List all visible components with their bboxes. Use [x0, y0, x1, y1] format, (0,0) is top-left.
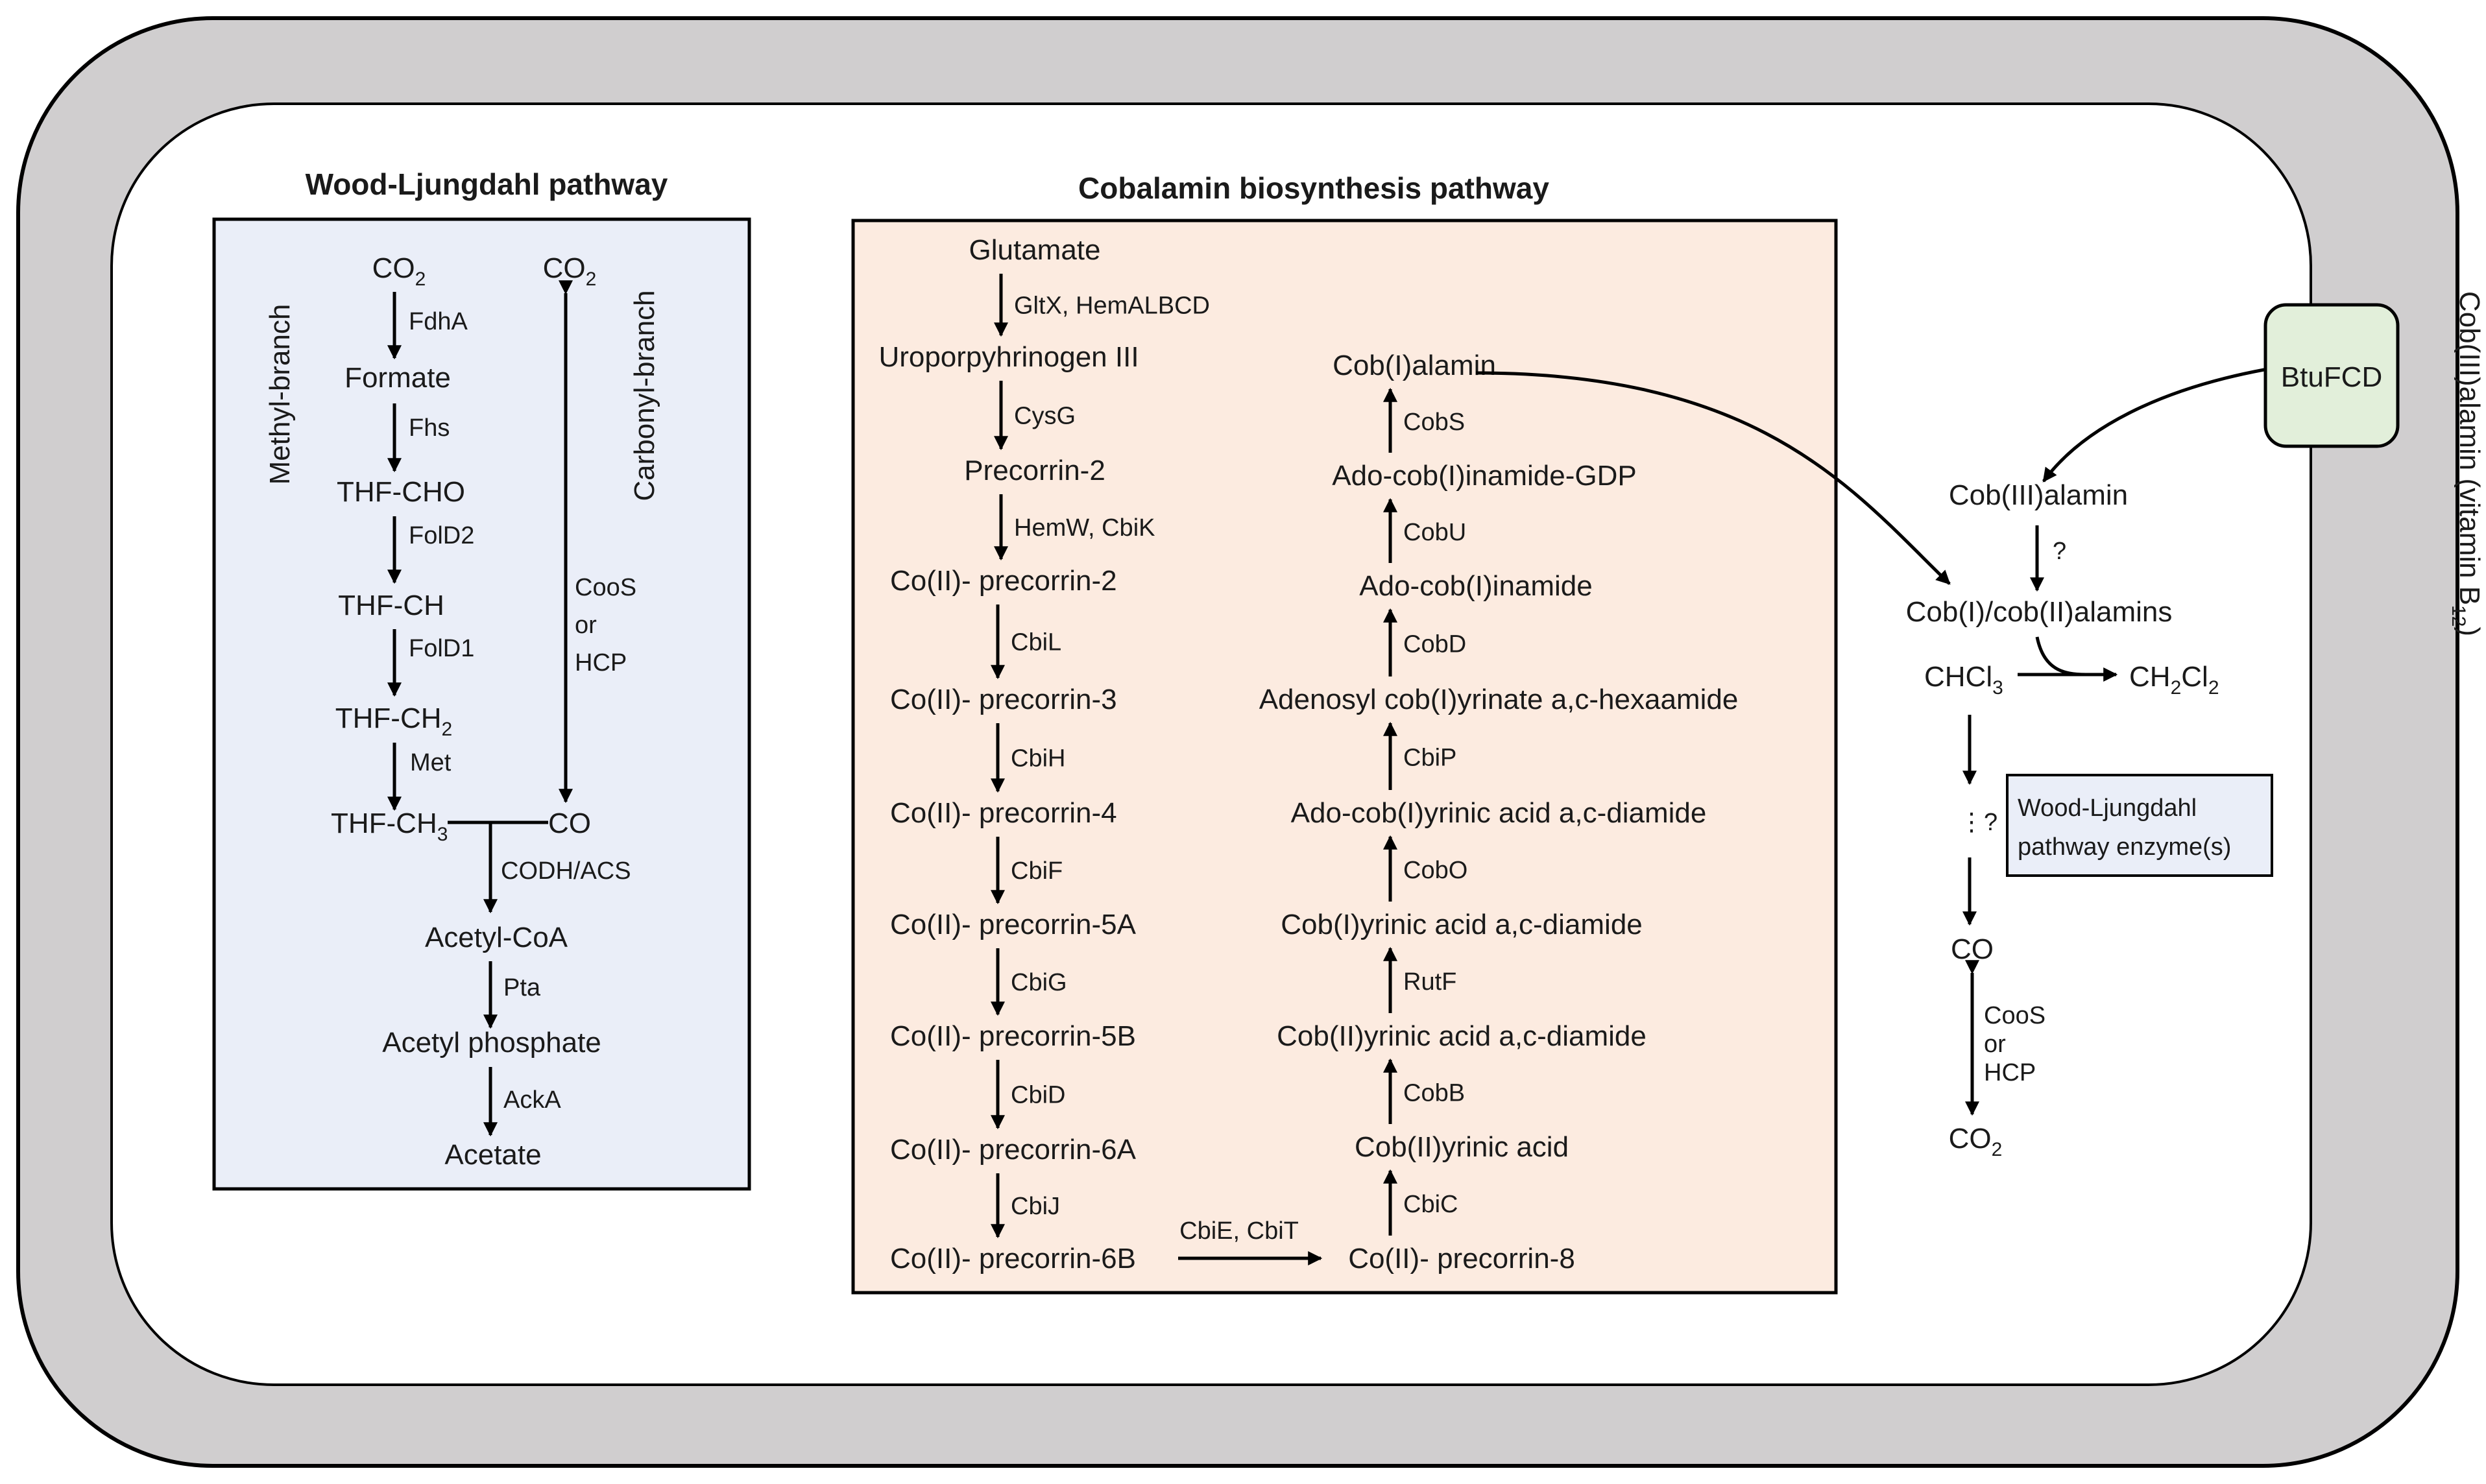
enzyme-fhs: Fhs	[409, 414, 450, 442]
cobalamin-right-item: Cob(I)alamin	[1333, 350, 1496, 381]
cobalamin-left-enzyme: CbiH	[1011, 745, 1065, 772]
ch2cl2: CH2Cl2	[2129, 661, 2219, 699]
cobalamin-right-item: Ado-cob(I)yrinic acid a,c-diamide	[1291, 797, 1707, 829]
wl-co: CO	[548, 808, 591, 839]
right-co2: CO2	[1949, 1123, 2003, 1160]
enzyme-acka: AckA	[503, 1086, 561, 1114]
wl-acetate: Acetate	[444, 1139, 541, 1171]
cobalamin-right-enzyme: CbiC	[1403, 1191, 1458, 1218]
btufcd-transporter	[2263, 303, 2400, 448]
wl-acetyl-coa: Acetyl-CoA	[425, 922, 568, 953]
enzyme-fold1: FolD1	[409, 635, 474, 662]
cob-mixed-alamins: Cob(I)/cob(II)alamins	[1906, 596, 2173, 628]
arrow-uptake	[2042, 368, 2265, 483]
wl-enzymes-box	[2006, 774, 2273, 877]
cobalamin-left-item: Co(II)- precorrin-4	[890, 797, 1117, 829]
wl-thf-ch2: THF-CH2	[335, 702, 452, 740]
cobalamin-right-enzyme: CobB	[1403, 1080, 1465, 1107]
cobalamin-right-item: Ado-cob(I)inamide	[1359, 570, 1593, 602]
cobalamin-left-item: Co(II)- precorrin-5B	[890, 1020, 1136, 1052]
right-coos-2: or	[1984, 1031, 2006, 1058]
wl-acetyl-phosphate: Acetyl phosphate	[382, 1027, 601, 1059]
cobalamin-left-enzyme: CbiG	[1011, 969, 1067, 996]
cobalamin-right-item: Cob(II)yrinic acid a,c-diamide	[1277, 1020, 1647, 1052]
cobalamin-left-enzyme: CbiL	[1011, 629, 1061, 656]
btufcd-label: BtuFCD	[2281, 361, 2382, 393]
right-co: CO	[1951, 933, 1994, 965]
cobalamin-right-enzyme: RutF	[1403, 968, 1456, 996]
wl-thf-ch: THF-CH	[338, 590, 444, 621]
cobalamin-left-item: Glutamate	[969, 234, 1101, 266]
wl-thf-ch3: THF-CH3	[331, 808, 448, 845]
cobalamin-left-enzyme: CbiF	[1011, 857, 1063, 885]
enzyme-coos-2: or	[575, 612, 597, 639]
cobalamin-right-enzyme: CobO	[1403, 857, 1467, 884]
cobalamin-left-enzyme: GltX, HemALBCD	[1014, 293, 1210, 320]
cob3-alamin: Cob(III)alamin	[1949, 479, 2128, 511]
arrow-cob1-to-cobmixed	[1475, 371, 1951, 585]
cobalamin-right-enzyme: CobU	[1403, 519, 1466, 546]
cobalamin-left-enzyme: CbiD	[1011, 1082, 1065, 1109]
wl-enzymes-line1: Wood-Ljungdahl	[2018, 795, 2197, 822]
cobalamin-left-item: Co(II)- precorrin-6B	[890, 1243, 1136, 1275]
wl-box	[212, 217, 751, 1191]
cobalamin-left-item: Co(II)- precorrin-6A	[890, 1134, 1137, 1166]
enzyme-pta: Pta	[503, 974, 541, 1001]
cobalamin-right-item: Adenosyl cob(I)yrinate a,c-hexaamide	[1259, 684, 1739, 715]
cobalamin-right-item: Cob(I)yrinic acid a,c-diamide	[1281, 909, 1643, 940]
cobalamin-left-item: Co(II)- precorrin-2	[890, 565, 1117, 597]
cobalamin-left-item: Co(II)- precorrin-3	[890, 684, 1117, 715]
cobalamin-left-item: Uroporpyhrinogen III	[878, 341, 1139, 373]
cobalamin-left-item: Co(II)- precorrin-5A	[890, 909, 1137, 940]
wl-enzymes-line2: pathway enzyme(s)	[2018, 833, 2231, 861]
wl-thf-cho: THF-CHO	[337, 476, 465, 508]
enzyme-coos-3: HCP	[575, 649, 627, 676]
cobalamin-right-item: Ado-cob(I)inamide-GDP	[1332, 460, 1637, 492]
right-coos-1: CooS	[1984, 1002, 2046, 1029]
enzyme-cbie-cbit: CbiE, CbiT	[1179, 1217, 1299, 1245]
cobalamin-left-enzyme: CysG	[1014, 403, 1076, 430]
methyl-branch-label: Methyl-branch	[264, 304, 296, 485]
right-coos-3: HCP	[1984, 1059, 2036, 1086]
cobalamin-right-enzyme: CobS	[1403, 409, 1465, 436]
cobalamin-right-enzyme: CbiP	[1403, 745, 1456, 772]
cobalamin-left-item: Precorrin-2	[964, 455, 1105, 486]
cobalamin-right-enzyme: CobD	[1403, 631, 1466, 658]
question-mark-1: ?	[2053, 538, 2066, 565]
carbonyl-branch-label: Carbonyl-branch	[629, 290, 660, 501]
wl-title: Wood-Ljungdahl pathway	[306, 167, 668, 201]
wl-co2-methyl: CO2	[372, 252, 426, 290]
enzyme-fold2: FolD2	[409, 522, 474, 549]
cobalamin-title: Cobalamin biosynthesis pathway	[1078, 171, 1549, 205]
enzyme-codh: CODH/ACS	[501, 857, 631, 885]
enzyme-met: Met	[410, 749, 452, 776]
wl-formate: Formate	[344, 362, 451, 394]
cobalamin-right-column: Co(II)- precorrin-8 Cob(II)yrinic acid Cob…	[1259, 350, 1739, 1275]
cobalamin-right-item: Cob(II)yrinic acid	[1355, 1131, 1569, 1163]
cobalamin-left-enzyme: HemW, CbiK	[1014, 514, 1155, 542]
cobalamin-box	[851, 219, 1838, 1295]
cobalamin-right-item: Co(II)- precorrin-8	[1348, 1243, 1575, 1275]
wl-co2-carbonyl: CO2	[543, 252, 597, 290]
vitamin-b12-label: Cob(III)alamin (vitamin B12)	[2448, 291, 2485, 636]
enzyme-coos-1: CooS	[575, 574, 636, 601]
dots-question: ⋮?	[1959, 809, 1997, 836]
enzyme-fdha: FdhA	[409, 308, 468, 335]
cobalamin-left-enzyme: CbiJ	[1011, 1193, 1060, 1220]
chcl3: CHCl3	[1924, 661, 2003, 699]
